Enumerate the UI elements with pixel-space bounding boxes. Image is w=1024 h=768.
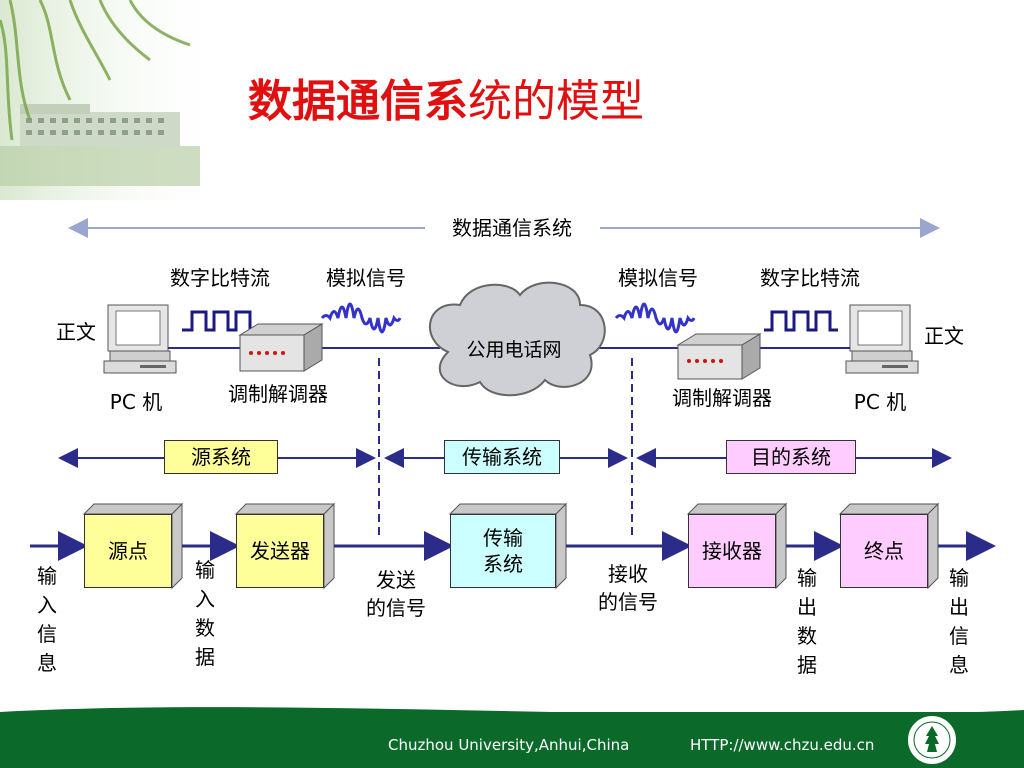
title-part1: 数据通信系: [248, 76, 468, 127]
footer-curve: [0, 707, 1024, 724]
willow-leaves-icon: [0, 0, 191, 141]
end-point-block: 终点: [840, 514, 928, 588]
input-info-label: 输入信息: [37, 564, 57, 675]
footer-url: HTTP://www.chzu.edu.cn: [690, 736, 875, 754]
output-info-label: 输出信息: [949, 566, 969, 677]
university-logo-icon: [906, 714, 958, 766]
system-span-label: 数据通信系统: [452, 216, 572, 240]
transmitter-block: 发送器: [236, 514, 324, 588]
recv-signal-line1: 接收: [608, 562, 648, 586]
right-pc-label: PC 机: [853, 390, 907, 414]
right-analog-label: 模拟信号: [618, 266, 698, 290]
source-system-bar: 源系统: [164, 440, 278, 474]
right-analog-wave: [614, 302, 696, 334]
left-pc-icon: [103, 304, 177, 374]
diagram-canvas: [30, 218, 996, 590]
input-data-label: 输入数据: [195, 558, 215, 669]
title-part2: 统的模型: [468, 76, 644, 127]
right-text-label: 正文: [924, 324, 964, 348]
right-bitstream-wave: [764, 310, 838, 332]
recv-signal-line2: 的信号: [598, 590, 658, 614]
corner-decoration: [0, 0, 230, 200]
destination-system-bar: 目的系统: [726, 440, 856, 474]
building-icon: [20, 104, 180, 146]
transmission-block-line1: 传输: [483, 526, 523, 550]
cloud-label: 公用电话网: [466, 339, 562, 361]
left-pc-label: PC 机: [109, 390, 163, 414]
left-analog-wave: [320, 302, 402, 334]
cloud-icon: [428, 281, 606, 397]
transmission-system-bar: 传输系统: [444, 440, 560, 474]
left-text-label: 正文: [56, 320, 96, 344]
right-pc-icon: [845, 304, 919, 374]
slide-title: 数据通信系统的模型: [248, 72, 644, 132]
right-modem-icon: [676, 333, 762, 380]
left-analog-label: 模拟信号: [326, 266, 406, 290]
received-signal-label: 接收 的信号: [598, 560, 658, 616]
footer-university: Chuzhou University,Anhui,China: [388, 736, 630, 754]
left-bitstream-wave: [182, 310, 258, 332]
transmission-system-block: 传输 系统: [450, 514, 556, 588]
left-modem-icon: [238, 323, 324, 372]
right-bitstream-label: 数字比特流: [760, 266, 860, 290]
source-point-block: 源点: [84, 514, 172, 588]
left-bitstream-label: 数字比特流: [170, 266, 270, 290]
left-modem-label: 调制解调器: [228, 382, 328, 406]
sent-signal-label: 发送 的信号: [366, 566, 426, 622]
sent-signal-line2: 的信号: [366, 596, 426, 620]
sent-signal-line1: 发送: [376, 568, 416, 592]
transmission-block-line2: 系统: [483, 552, 523, 576]
right-modem-label: 调制解调器: [672, 386, 772, 410]
output-data-label: 输出数据: [797, 566, 817, 677]
receiver-block: 接收器: [688, 514, 776, 588]
